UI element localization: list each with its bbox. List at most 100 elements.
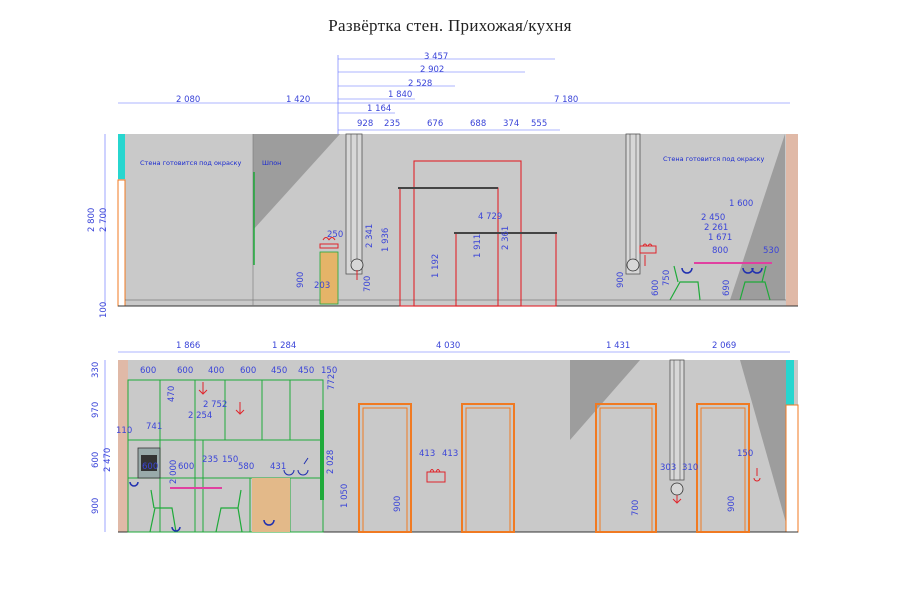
dim-3457: 3 457 <box>424 52 449 62</box>
top-shade-right <box>730 134 785 300</box>
dim-4729: 4 729 <box>478 212 503 222</box>
dim-1671: 1 671 <box>708 233 733 243</box>
dim-203: 203 <box>314 281 331 291</box>
dim-2752: 2 752 <box>203 400 228 410</box>
dim-676: 676 <box>427 119 444 129</box>
dim-800: 800 <box>712 246 729 256</box>
dim-2069: 2 069 <box>712 341 737 351</box>
shoe-cabinet <box>319 251 339 305</box>
hooks-bottom <box>198 382 761 504</box>
note-veneer: Шпон <box>262 159 282 167</box>
dim-2450: 2 450 <box>701 213 726 223</box>
dim-2261: 2 261 <box>704 223 729 233</box>
dim-150-b: 150 <box>222 455 239 465</box>
dim-900-left: 900 <box>91 497 101 514</box>
appliance-panel <box>252 478 290 532</box>
dim-900-door1: 900 <box>393 495 403 512</box>
drawing-title: Развёртка стен. Прихожая/кухня <box>328 16 572 35</box>
top-shade-left <box>253 134 340 230</box>
cab-450-b: 450 <box>298 366 315 376</box>
dim-688: 688 <box>470 119 487 129</box>
dim-1936: 1 936 <box>381 227 391 252</box>
dim-750: 750 <box>662 269 672 286</box>
dim-970: 970 <box>91 401 101 418</box>
dim-4030: 4 030 <box>436 341 461 351</box>
doors <box>358 403 750 533</box>
dim-2028: 2 028 <box>326 449 336 474</box>
dim-2361: 2 361 <box>501 225 511 250</box>
pipe-right <box>625 133 641 275</box>
pipe-bottom <box>669 359 685 496</box>
dining-group-top <box>669 262 772 301</box>
top-left-jamb <box>117 179 126 307</box>
bottom-left-jamb <box>118 360 128 532</box>
dim-1284: 1 284 <box>272 341 297 351</box>
dim-1866: 1 866 <box>176 341 201 351</box>
dining-group-bottom <box>129 481 275 533</box>
dim-555: 555 <box>531 119 548 129</box>
dim-413-a: 413 <box>419 449 436 459</box>
bottom-dimension-lines <box>104 351 790 532</box>
dim-1840: 1 840 <box>388 90 413 100</box>
cab-600-c: 600 <box>240 366 257 376</box>
cab-400: 400 <box>208 366 225 376</box>
dim-235-b: 235 <box>202 455 219 465</box>
bottom-shade-right <box>740 360 788 530</box>
dim-1600: 1 600 <box>729 199 754 209</box>
dim-1431: 1 431 <box>606 341 631 351</box>
dim-330: 330 <box>91 361 101 378</box>
cab-600-b: 600 <box>177 366 194 376</box>
top-right-jamb <box>786 134 798 306</box>
dim-2254: 2 254 <box>188 411 213 421</box>
bottom-tile-strip <box>786 360 794 405</box>
bottom-right-jamb <box>785 404 799 533</box>
dim-1164: 1 164 <box>367 104 392 114</box>
cab-450-a: 450 <box>271 366 288 376</box>
dim-900-top-left: 900 <box>296 271 306 288</box>
note-paint-left: Стена готовится под окраску <box>140 159 242 167</box>
note-paint-right: Стена готовится под окраску <box>663 155 765 163</box>
top-dimension-lines <box>104 55 790 306</box>
dim-1192: 1 192 <box>431 253 441 278</box>
cab-150: 150 <box>321 366 338 376</box>
dim-600-mid: 600 <box>178 462 195 472</box>
dim-741: 741 <box>146 422 163 432</box>
dim-600-left: 600 <box>91 451 101 468</box>
dim-2470: 2 470 <box>103 447 113 472</box>
dim-600-oven: 600 <box>142 462 159 472</box>
dim-900-door3: 900 <box>727 495 737 512</box>
dim-2800: 2 800 <box>87 207 97 232</box>
dim-690: 690 <box>722 279 732 296</box>
dim-600-top: 600 <box>651 279 661 296</box>
pipe-left <box>345 133 364 275</box>
top-wall <box>118 134 798 306</box>
dim-2528: 2 528 <box>408 79 433 89</box>
dim-431: 431 <box>270 462 287 472</box>
dim-2080: 2 080 <box>176 95 201 105</box>
coat-hook-top-left <box>319 237 358 280</box>
dim-580: 580 <box>238 462 255 472</box>
top-elevation <box>117 133 798 307</box>
dim-413-b: 413 <box>442 449 459 459</box>
dim-700-door: 700 <box>631 499 641 516</box>
dim-1050: 1 050 <box>340 483 350 508</box>
dim-110: 110 <box>116 426 133 436</box>
dim-470: 470 <box>167 385 177 402</box>
top-tile-strip <box>118 134 125 179</box>
dim-303: 303 <box>660 463 677 473</box>
dim-310: 310 <box>682 463 699 473</box>
bottom-elevation <box>118 359 799 533</box>
dim-1420: 1 420 <box>286 95 311 105</box>
dim-2341: 2 341 <box>365 223 375 248</box>
dim-7180: 7 180 <box>554 95 579 105</box>
cab-600-a: 600 <box>140 366 157 376</box>
dim-235: 235 <box>384 119 401 129</box>
coat-hook-top-right <box>639 243 657 266</box>
dim-2700: 2 700 <box>99 207 109 232</box>
dim-1911: 1 911 <box>473 233 483 258</box>
dim-374: 374 <box>503 119 520 129</box>
dim-900-top-right: 900 <box>616 271 626 288</box>
dim-150-right: 150 <box>737 449 754 459</box>
dim-2902: 2 902 <box>420 65 445 75</box>
dim-250: 250 <box>327 230 344 240</box>
